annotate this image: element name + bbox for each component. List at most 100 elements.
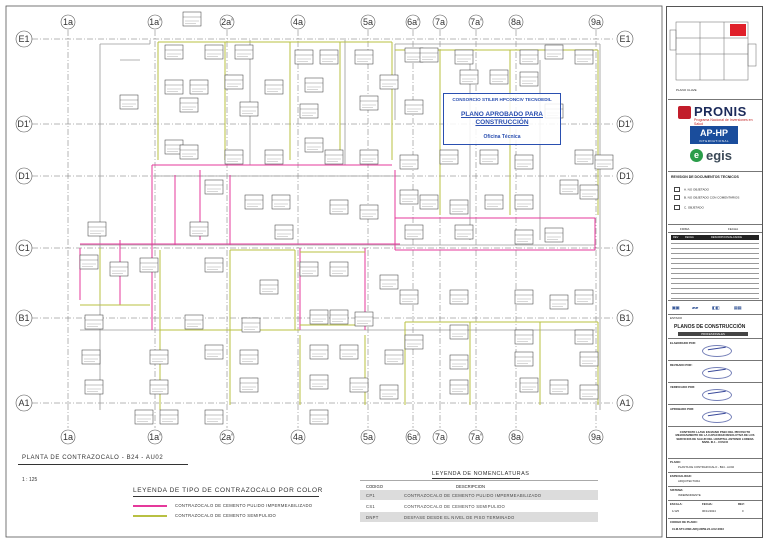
grid-bubble-column: 7a — [432, 429, 448, 445]
revision-table: REV FECHA DESCRIPCION/ALCANCE — [668, 233, 762, 301]
room-tag — [579, 351, 599, 367]
revision-table-header: REV FECHA DESCRIPCION/ALCANCE — [671, 235, 759, 240]
floor-plan-drawing: 1a1a1a'1a'2a'2a'4a4a5a5a6a'6a'7a7a7a'7a'… — [5, 5, 663, 538]
meta-value: 1/125 — [672, 509, 679, 513]
revision-table-line — [671, 293, 759, 294]
room-tag — [449, 354, 469, 370]
room-tag — [241, 317, 261, 333]
grid-bubble-column: 2a' — [219, 429, 235, 445]
room-tag — [204, 344, 224, 360]
grid-bubble-label: D1 — [619, 171, 631, 181]
room-tag — [234, 44, 254, 60]
room-tag — [134, 409, 154, 425]
baseboard-lines — [79, 41, 599, 410]
room-tag — [204, 44, 224, 60]
approval-stamp: CONSORCIO STILER HPCONCIV TECNOEDIL PLAN… — [443, 93, 561, 145]
grid-bubble-row: B1 — [616, 309, 634, 327]
signature-icon — [702, 411, 732, 423]
room-tag — [549, 294, 569, 310]
pronis-logo: PRONIS Programa Nacional de Inversiones … — [674, 104, 758, 126]
grid-bubble-label: A1 — [619, 398, 630, 408]
grid-bubble-label: 7a — [435, 432, 445, 442]
grid-bubble-label: C1 — [18, 243, 30, 253]
color-legend-underline — [133, 496, 319, 497]
grid-bubble-label: 2a' — [221, 432, 233, 442]
grid-bubble-row: D1' — [616, 115, 634, 133]
room-tag — [514, 329, 534, 345]
grid-bubble-row: A1 — [15, 394, 33, 412]
signature-aprobado: APROBADO POR: — [668, 405, 762, 427]
room-tag — [379, 384, 399, 400]
meta-key: REV: — [738, 502, 745, 506]
review-option-label: C. OBJETADO — [684, 205, 704, 210]
grid-bubble-label: 7a' — [470, 17, 482, 27]
plan-title: PLANTA DE CONTRAZOCALO - B24 - AU02 — [22, 455, 164, 461]
grid-bubble-row: D1' — [15, 115, 33, 133]
room-tag — [549, 379, 569, 395]
room-tag — [559, 179, 579, 195]
grid-bubble-label: 1a — [63, 432, 73, 442]
review-option: B. NO OBJETADO CON COMENTARIOS — [674, 195, 739, 200]
room-tag — [204, 179, 224, 195]
room-tag — [184, 314, 204, 330]
revision-table-line — [671, 298, 759, 299]
room-tag — [182, 11, 202, 27]
meta-value: PLANTA DE CONTRAZOCALO - B24 - AU02 — [678, 465, 735, 469]
grid-bubble-row: E1 — [15, 30, 33, 48]
wall-lines — [80, 40, 601, 410]
room-tag — [399, 289, 419, 305]
status-label: ESTADO — [670, 316, 683, 320]
checkbox-icon — [674, 205, 680, 210]
meta-escala-fecha-rev: ESCALA: 1/125 FECHA: 06/11/2024 REV: 0 — [668, 501, 762, 519]
nom-description: CONTRAZOCALO DE CEMENTO PULIDO IMPERMEAB… — [404, 493, 542, 498]
keyplan-highlight — [730, 24, 746, 36]
pronis-subtitle: Programa Nacional de Inversiones en Salu… — [694, 118, 753, 126]
signature-revisado: REVISADO POR: — [668, 361, 762, 383]
nomenclature-row: CS1 CONTRAZOCALO DE CEMENTO SEMIPULIDO — [360, 501, 598, 511]
room-tag — [81, 349, 101, 365]
room-tag — [359, 149, 379, 165]
room-tag — [514, 229, 534, 245]
room-tag — [354, 49, 374, 65]
grid-bubble-column: 7a — [432, 14, 448, 30]
grid-bubble-column: 9a — [588, 14, 604, 30]
grid-bubble-row: C1 — [616, 239, 634, 257]
aphp-logo: AP-HP INTERNATIONAL — [690, 126, 738, 144]
room-tag — [87, 221, 107, 237]
room-tag — [189, 79, 209, 95]
room-tag — [514, 289, 534, 305]
color-legend-item: CONTRAZOCALO DE CEMENTO SEMIPULIDO — [133, 513, 276, 518]
grid-bubble-label: 4a — [293, 432, 303, 442]
signature-icon — [702, 389, 732, 401]
nomenclature-row: CP1 CONTRAZOCALO DE CEMENTO PULIDO IMPER… — [360, 490, 598, 500]
grid-bubble-column: 5a — [360, 429, 376, 445]
grid-bubble-label: E1 — [18, 34, 29, 44]
grid-bubble-column: 4a — [290, 14, 306, 30]
keyplan: PLANO CLAVE — [668, 8, 762, 100]
room-tag — [319, 49, 339, 65]
room-tag — [419, 194, 439, 210]
room-tag — [379, 74, 399, 90]
room-tag — [164, 79, 184, 95]
status-bar: PROFESIONALES — [678, 332, 748, 336]
grid-bubble-column: 1a — [60, 429, 76, 445]
room-tags — [79, 11, 614, 425]
room-tag — [574, 289, 594, 305]
room-tag — [264, 79, 284, 95]
pink-swatch — [133, 504, 167, 508]
room-tag — [271, 194, 291, 210]
grid-bubble-label: 9a — [591, 17, 601, 27]
room-tag — [419, 47, 439, 63]
grid-bubble-column: 8a — [508, 429, 524, 445]
color-legend: LEYENDA DE TIPO DE CONTRAZOCALO POR COLO… — [133, 487, 363, 523]
room-tag — [224, 74, 244, 90]
title-block: PLANO CLAVE PRONIS Programa Nacional de … — [666, 6, 763, 538]
grid-bubble-column: 1a' — [147, 14, 163, 30]
grid-bubble-row: C1 — [15, 239, 33, 257]
room-tag — [404, 224, 424, 240]
partner-logo-3: ◧◧ — [712, 305, 720, 310]
grid-bubble-label: B1 — [18, 313, 29, 323]
room-tag — [339, 344, 359, 360]
room-tag — [204, 257, 224, 273]
room-tag — [329, 261, 349, 277]
